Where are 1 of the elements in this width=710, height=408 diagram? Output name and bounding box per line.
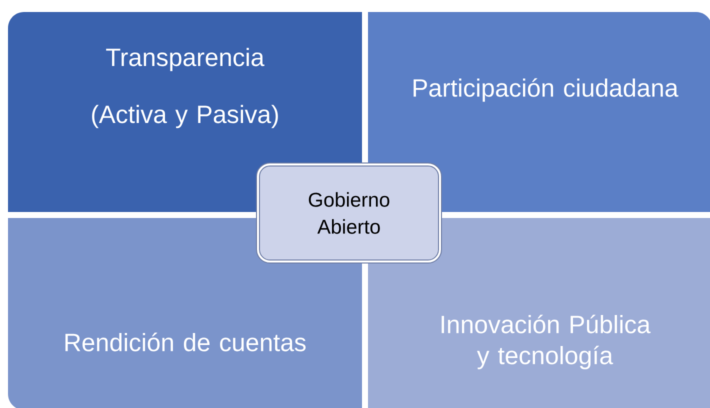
center-box: Gobierno Abierto [256, 162, 442, 264]
